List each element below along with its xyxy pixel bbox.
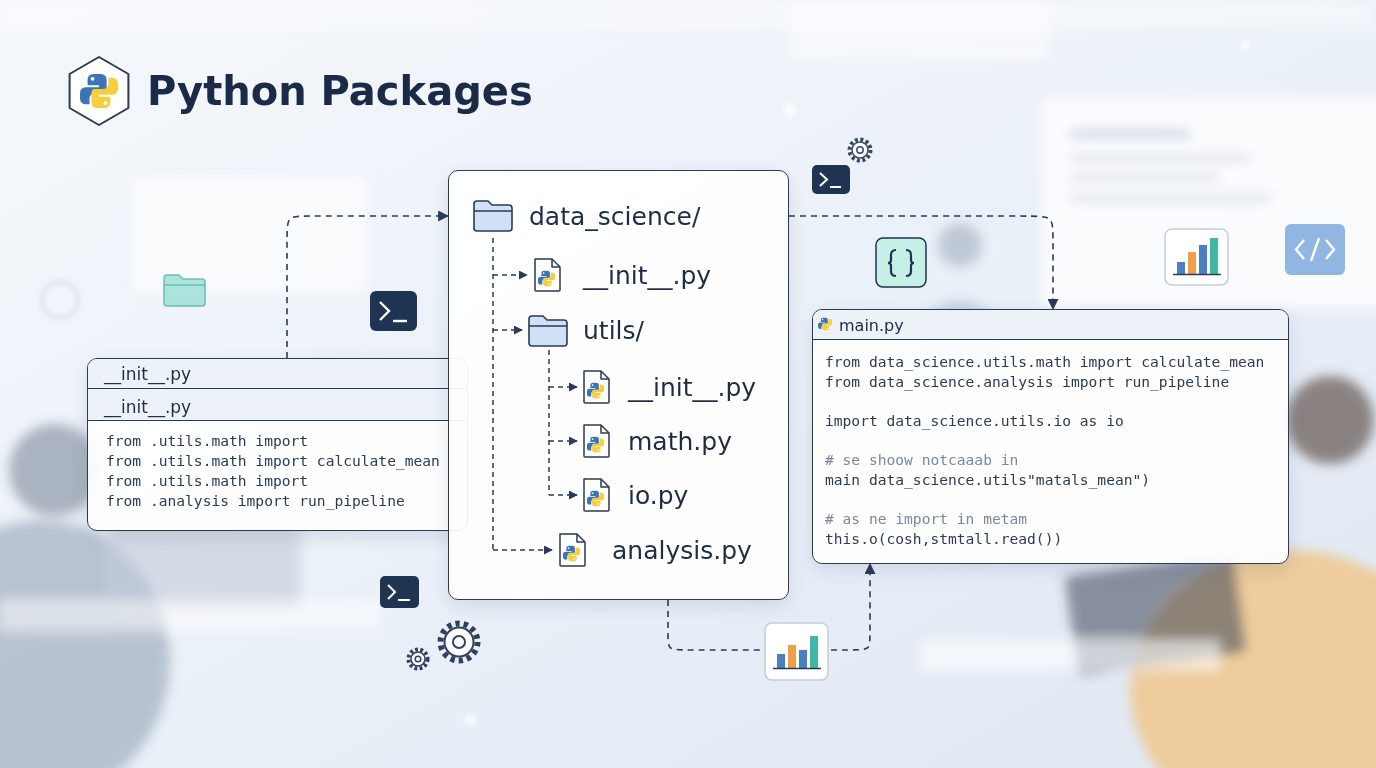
code-line: from .analysis import run_pipeline bbox=[106, 492, 405, 510]
tree-entry: utils/ bbox=[583, 316, 644, 346]
terminal-icon bbox=[812, 165, 850, 194]
tree-entry: __init__.py bbox=[583, 261, 711, 291]
tree-entry: io.py bbox=[628, 481, 688, 511]
file-header: __init__.py bbox=[104, 395, 191, 419]
code-line: # se shoow notcaaab in bbox=[825, 451, 1018, 469]
code-line: this.o(cosh,stmtall.read()) bbox=[825, 530, 1062, 548]
python-logo bbox=[70, 57, 129, 125]
sparkles bbox=[42, 40, 1279, 726]
braces-icon bbox=[876, 238, 926, 287]
chart-icon bbox=[1165, 229, 1228, 285]
code-line: from .utils.math import bbox=[106, 432, 308, 450]
code-line: # as ne import in metam bbox=[825, 510, 1027, 528]
code-line: from data_science.utils.math import calc… bbox=[825, 353, 1264, 371]
code-line: from .utils.math import calculate_mean bbox=[106, 452, 440, 470]
tree-entry: data_science/ bbox=[529, 202, 700, 232]
tree-entry: math.py bbox=[628, 427, 732, 457]
terminal-icon bbox=[370, 291, 417, 331]
code-panel: __init__.py __init__.pyfrom .utils.math i… bbox=[87, 358, 468, 531]
gear-icon bbox=[850, 140, 871, 161]
chart-icon bbox=[765, 623, 828, 680]
code-line: from .utils.math import bbox=[106, 472, 308, 490]
file-header: __init__.py bbox=[104, 362, 191, 386]
folder-icon bbox=[164, 275, 205, 306]
terminal-icon bbox=[380, 576, 419, 608]
code-line: main data_science.utils"matals_mean") bbox=[825, 471, 1150, 489]
gear-icon bbox=[409, 650, 428, 669]
code-tag-icon bbox=[1285, 224, 1345, 275]
gear-icon bbox=[441, 624, 478, 661]
dashed-connector bbox=[287, 216, 448, 358]
tree-entry: analysis.py bbox=[612, 536, 752, 566]
diagram-title: Python Packages bbox=[147, 64, 533, 118]
code-line: import data_science.utils.io as io bbox=[825, 412, 1124, 430]
package-tree: data_science/ __init__.py utils/ __init__.p… bbox=[448, 170, 789, 600]
code-line: from data_science.analysis import run_pi… bbox=[825, 373, 1229, 391]
tree-entry: __init__.py bbox=[628, 373, 756, 403]
code-panel: main.py from data_science.utils.math impo… bbox=[812, 309, 1289, 564]
dashed-connector bbox=[789, 216, 1053, 309]
file-header: main.py bbox=[839, 314, 904, 338]
